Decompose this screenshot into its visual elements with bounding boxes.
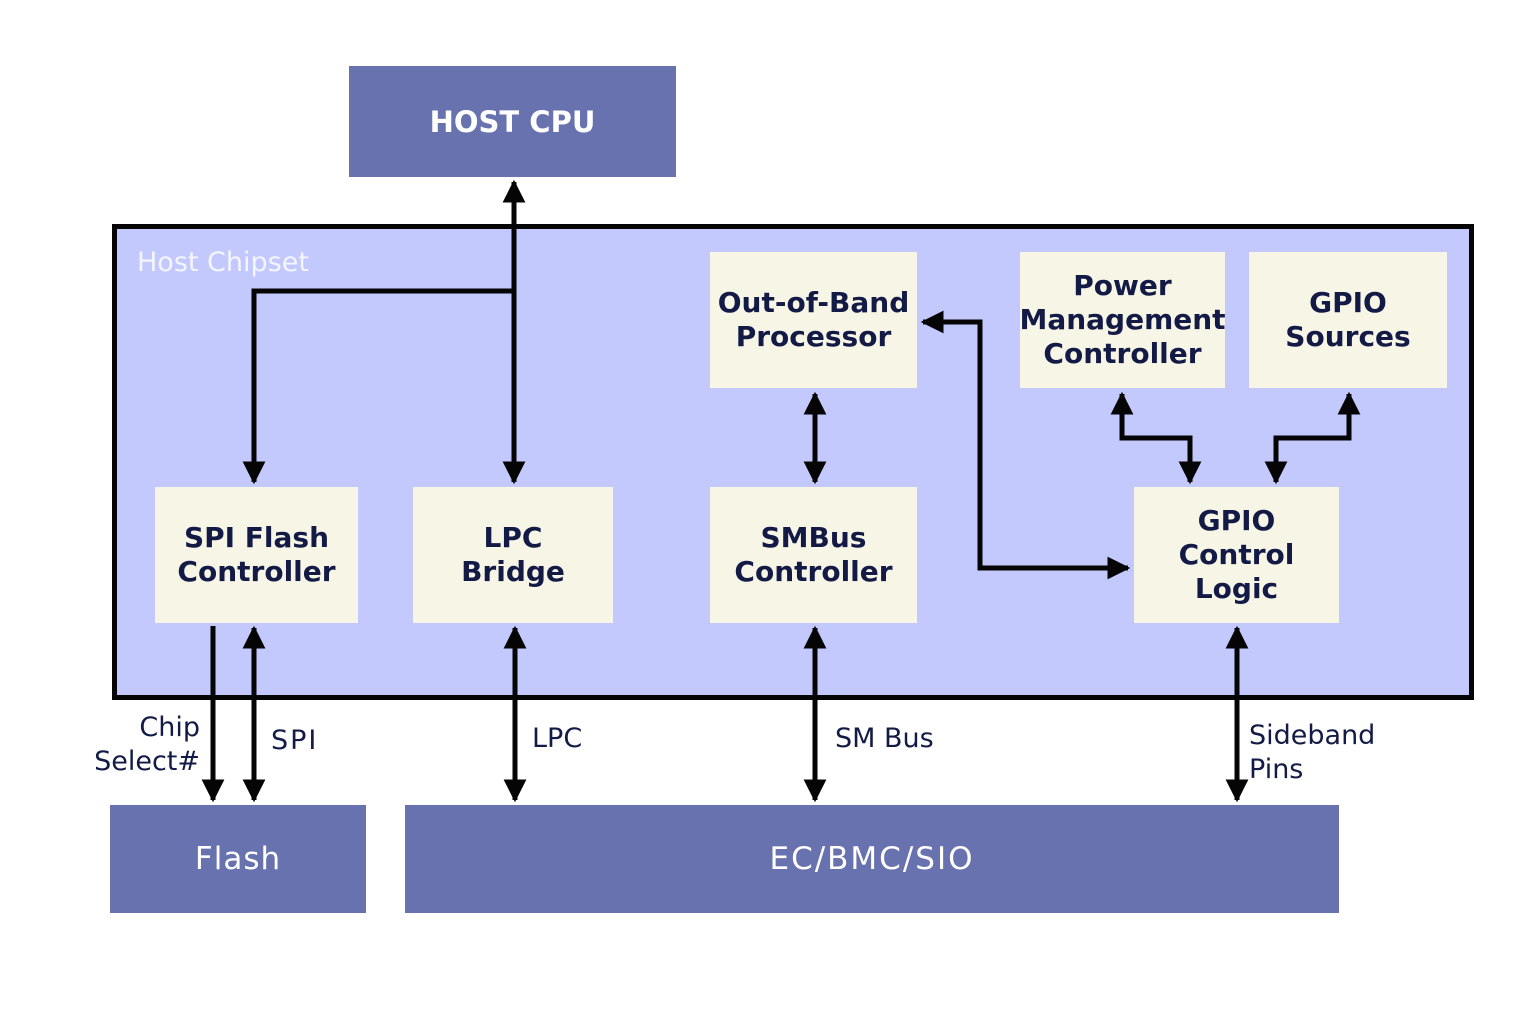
cpu-spi-controller-arrow xyxy=(242,288,514,485)
flash-block: Flash xyxy=(110,805,366,913)
spi-flash-controller-label: SPI Flash Controller xyxy=(177,521,336,588)
oob-processor-label: Out-of-Band Processor xyxy=(717,286,910,353)
sideband-pins-label: Sideband Pins xyxy=(1249,720,1376,785)
smbus-controller-label: SMBus Controller xyxy=(734,521,893,588)
sm-bus-label: SM Bus xyxy=(835,723,934,754)
chip-select-label: Chip Select# xyxy=(94,712,200,777)
pmc-gpio-logic-arrow xyxy=(1110,391,1202,485)
gpio-sources-label: GPIO Sources xyxy=(1285,286,1411,353)
lpc-bus-label: LPC xyxy=(532,723,583,754)
ec-bmc-sio-label: EC/BMC/SIO xyxy=(769,841,975,877)
flash-label: Flash xyxy=(194,841,282,877)
host-chipset-label: Host Chipset xyxy=(137,247,309,278)
smbus-controller-block: SMBus Controller xyxy=(710,487,917,623)
spi-flash-controller-block: SPI Flash Controller xyxy=(155,487,358,623)
host-cpu-block: HOST CPU xyxy=(349,66,676,177)
ec-bmc-sio-block: EC/BMC/SIO xyxy=(405,805,1339,913)
gpio-control-logic-label: GPIO Control Logic xyxy=(1178,504,1295,605)
oob-gpio-logic-arrow xyxy=(920,310,1131,580)
lpc-bridge-block: LPC Bridge xyxy=(413,487,613,623)
gpio-sources-block: GPIO Sources xyxy=(1249,252,1447,388)
gpio-control-logic-block: GPIO Control Logic xyxy=(1134,487,1339,623)
oob-processor-block: Out-of-Band Processor xyxy=(710,252,917,388)
lpc-bridge-label: LPC Bridge xyxy=(461,521,565,588)
spi-bus-label: SPI xyxy=(271,725,319,756)
gpio-sources-logic-arrow xyxy=(1264,391,1361,485)
host-cpu-label: HOST CPU xyxy=(429,104,596,139)
